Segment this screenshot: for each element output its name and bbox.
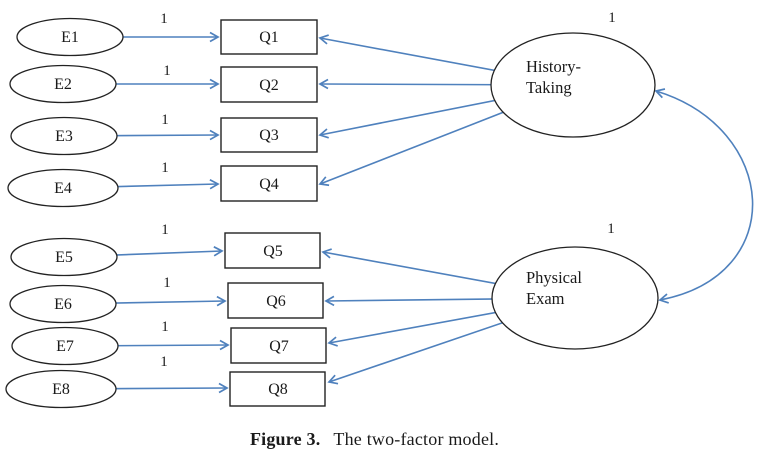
weight-label: 1 bbox=[161, 160, 169, 176]
factor-label-line1: Physical bbox=[526, 268, 582, 287]
indicator-label: Q2 bbox=[259, 77, 279, 94]
indicator-label: Q8 bbox=[268, 381, 288, 398]
indicator-box-q1 bbox=[220, 19, 318, 55]
indicator-box-q6 bbox=[227, 282, 324, 319]
indicator-label: Q7 bbox=[269, 338, 289, 355]
weight-label: 1 bbox=[163, 275, 171, 291]
indicator-box-q2 bbox=[220, 66, 318, 103]
figure-caption-label: Figure 3. bbox=[249, 429, 321, 449]
factor-label-line2: Exam bbox=[526, 289, 565, 308]
figure-caption-text: The two-factor model. bbox=[333, 429, 500, 449]
indicator-box-q7 bbox=[230, 327, 327, 364]
error-label: E1 bbox=[61, 29, 79, 46]
error-label: E4 bbox=[54, 180, 72, 197]
error-ellipse-e3 bbox=[10, 116, 118, 156]
factor-variance-label: 1 bbox=[607, 221, 615, 237]
error-label: E3 bbox=[55, 128, 73, 145]
indicator-label: Q1 bbox=[259, 29, 279, 46]
error-ellipse-e7 bbox=[11, 326, 119, 366]
indicator-label: Q5 bbox=[263, 243, 283, 260]
error-ellipse-e5 bbox=[10, 237, 118, 277]
error-ellipse-e1 bbox=[16, 17, 124, 57]
factor-ellipse-physical-exam bbox=[491, 246, 659, 350]
error-label: E6 bbox=[54, 296, 72, 313]
weight-label: 1 bbox=[161, 112, 169, 128]
error-ellipse-e2 bbox=[9, 64, 117, 104]
error-ellipse-e4 bbox=[7, 168, 119, 208]
covariance-arrow bbox=[654, 88, 754, 304]
error-label: E2 bbox=[54, 76, 72, 93]
error-ellipse-e8 bbox=[5, 369, 117, 409]
factor-ellipse-history-taking bbox=[490, 32, 656, 138]
weight-label: 1 bbox=[161, 319, 169, 335]
error-label: E5 bbox=[55, 249, 73, 266]
error-label: E7 bbox=[56, 338, 74, 355]
indicator-label: Q4 bbox=[259, 176, 279, 193]
weight-label: 1 bbox=[163, 63, 171, 79]
factor-variance-label: 1 bbox=[608, 10, 616, 26]
error-label: E8 bbox=[52, 381, 70, 398]
figure-caption: Figure 3. The two-factor model. bbox=[0, 429, 749, 450]
indicator-box-q5 bbox=[224, 232, 321, 269]
factor-label-line1: History- bbox=[526, 57, 581, 76]
indicator-label: Q6 bbox=[266, 293, 286, 310]
error-ellipse-e6 bbox=[9, 284, 117, 324]
weight-label: 1 bbox=[160, 11, 168, 27]
factor-label-line2: Taking bbox=[526, 78, 572, 97]
weight-label: 1 bbox=[161, 222, 169, 238]
indicator-box-q3 bbox=[220, 117, 318, 153]
indicator-box-q4 bbox=[220, 165, 318, 202]
indicator-box-q8 bbox=[229, 371, 326, 407]
indicator-label: Q3 bbox=[259, 127, 279, 144]
weight-label: 1 bbox=[160, 354, 168, 370]
